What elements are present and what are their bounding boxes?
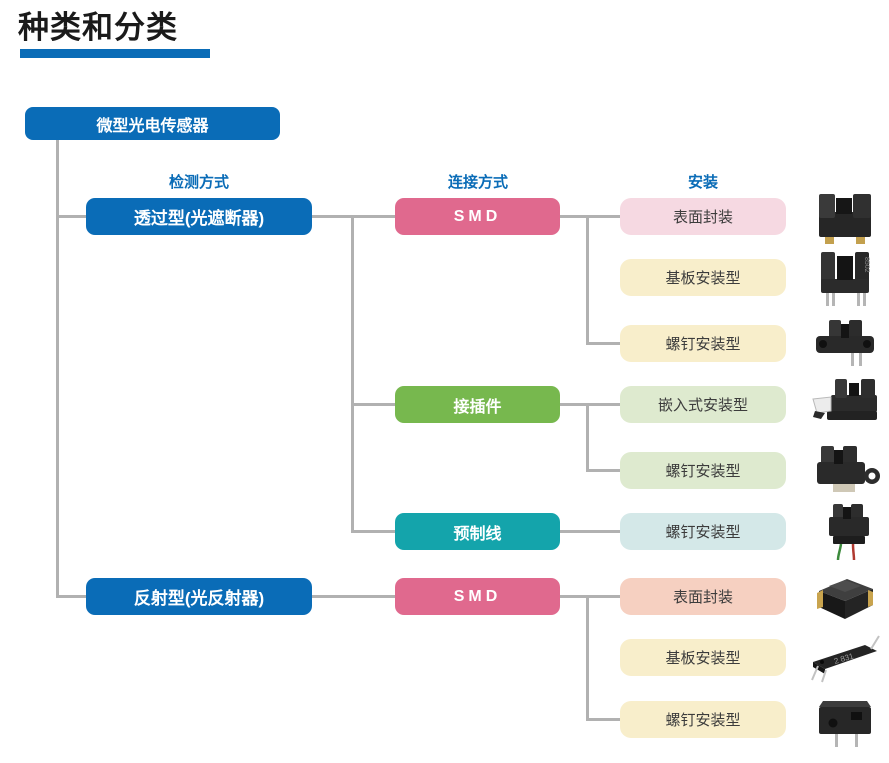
- connector-smd1-to-surface: [560, 215, 620, 218]
- column-header-connection: 连接方式: [447, 174, 508, 191]
- node-mount-screw-3: 螺钉安装型: [620, 513, 786, 550]
- photo-slot-sensor-connector: [805, 375, 885, 435]
- photo-reflective-screw-mount: [805, 690, 885, 750]
- connector-reflective-to-smd: [312, 595, 395, 598]
- page-title: 种类和分类: [18, 10, 178, 45]
- node-root-sensor: 微型光电传感器: [25, 107, 280, 140]
- photo-slot-sensor-screw-mount: [805, 314, 885, 374]
- title-underline: [20, 49, 210, 58]
- photo-slot-sensor-surface-mount: [805, 188, 885, 248]
- column-header-detection: 检测方式: [168, 174, 229, 191]
- connector-smd2-trunk: [586, 595, 589, 720]
- node-mount-board-2: 基板安装型: [620, 639, 786, 676]
- connector-conn-trunk: [586, 403, 589, 471]
- connector-to-connector-type: [351, 403, 395, 406]
- connector-root-trunk: [56, 140, 59, 597]
- photo-slot-sensor-pre-wired: [805, 502, 885, 562]
- node-connection-prewired: 预制线: [395, 513, 560, 550]
- photo-reflective-smd-chip: [805, 567, 885, 627]
- photo-reflective-board-mount: 2 831: [805, 628, 885, 688]
- connector-conn-to-screw: [586, 469, 620, 472]
- node-connection-smd-1: SMD: [395, 198, 560, 235]
- node-mount-surface-2: 表面封装: [620, 578, 786, 615]
- column-header-mounting: 安装: [687, 174, 718, 191]
- connector-root-to-throughbeam: [56, 215, 88, 218]
- connector-throughbeam-trunk: [351, 215, 354, 533]
- sensor-marking-text: 2 831: [833, 651, 855, 666]
- connector-smd1-trunk: [586, 215, 589, 344]
- node-mount-screw-4: 螺钉安装型: [620, 701, 786, 738]
- connector-smd2-to-screw: [586, 718, 620, 721]
- node-mount-embedded: 嵌入式安装型: [620, 386, 786, 423]
- photo-slot-sensor-screw-connector: [805, 440, 885, 500]
- node-connection-smd-2: SMD: [395, 578, 560, 615]
- node-connection-connector: 接插件: [395, 386, 560, 423]
- connector-smd2-to-surface: [560, 595, 620, 598]
- node-detection-throughbeam: 透过型(光遮断器): [86, 198, 312, 235]
- node-mount-surface-1: 表面封装: [620, 198, 786, 235]
- connector-conn-to-embedded: [560, 403, 620, 406]
- node-detection-reflective: 反射型(光反射器): [86, 578, 312, 615]
- connector-to-prewired: [351, 530, 395, 533]
- connector-root-to-reflective: [56, 595, 88, 598]
- sensor-marking-text: 8502: [863, 257, 870, 273]
- node-mount-board-1: 基板安装型: [620, 259, 786, 296]
- connector-prewired-to-screw: [560, 530, 620, 533]
- node-mount-screw-2: 螺钉安装型: [620, 452, 786, 489]
- node-mount-screw-1: 螺钉安装型: [620, 325, 786, 362]
- photo-slot-sensor-board-mount: 8502: [805, 249, 885, 309]
- connector-smd1-to-screw: [586, 342, 620, 345]
